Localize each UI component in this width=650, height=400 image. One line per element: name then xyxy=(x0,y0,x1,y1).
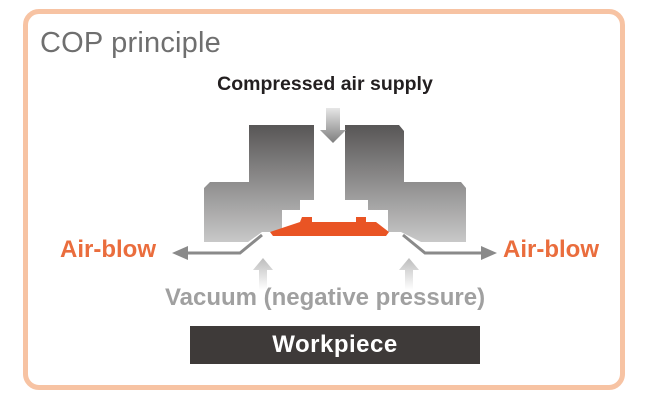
vacuum-arrow-left-icon xyxy=(253,258,273,290)
workpiece-label: Workpiece xyxy=(190,326,480,364)
diagram-title: COP principle xyxy=(40,27,221,59)
air-blow-flow-left xyxy=(186,233,263,255)
air-blow-label-right: Air-blow xyxy=(503,236,599,263)
air-blow-flow-right xyxy=(402,233,482,255)
left-body-block xyxy=(204,125,314,242)
compressed-air-arrow xyxy=(320,108,346,143)
air-blow-arrow-right-icon xyxy=(481,246,497,260)
vacuum-label: Vacuum (negative pressure) xyxy=(164,284,486,311)
vacuum-arrow-right-icon xyxy=(399,258,419,290)
right-body-block xyxy=(345,125,466,242)
air-blow-arrow-left-icon xyxy=(172,246,188,260)
air-blow-label-left: Air-blow xyxy=(60,236,156,263)
suction-pad xyxy=(270,217,389,236)
compressed-air-supply-label: Compressed air supply xyxy=(217,73,433,95)
